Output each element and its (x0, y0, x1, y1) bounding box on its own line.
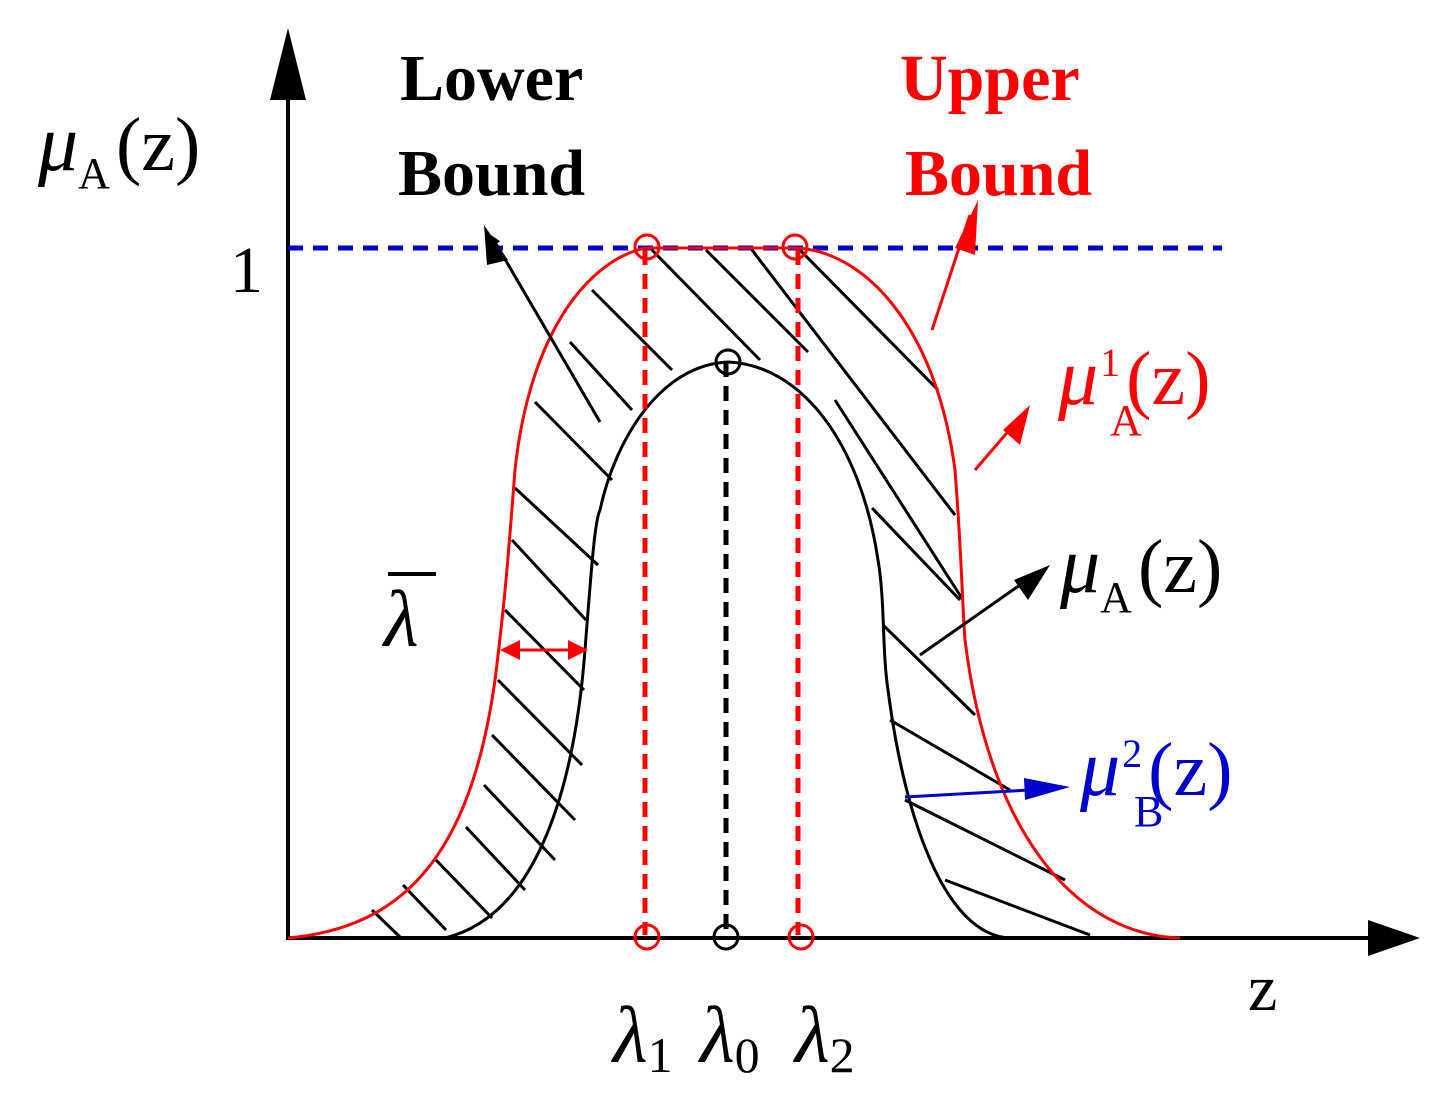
mu-b2-subscript: B (1134, 787, 1163, 836)
mu-a1-subscript: A (1110, 396, 1142, 445)
lambda0-top-circle (714, 348, 742, 376)
lambda0-axis-circle (712, 923, 740, 951)
y-axis-label: μA(z) (37, 100, 200, 198)
lambda2-label: λ2 (793, 992, 855, 1083)
lambda1-top-circle (633, 233, 661, 261)
axes (270, 28, 1420, 956)
hatching (370, 248, 1091, 939)
dashed-verticals (642, 250, 801, 935)
annotation-arrows (484, 200, 1070, 800)
lambda2-top-circle (781, 233, 809, 261)
y-axis-arrowhead (270, 28, 306, 100)
x-axis-arrowhead (1368, 920, 1420, 956)
lower-bound-label-line1: Lower (400, 42, 583, 115)
lambda1-axis-circle (633, 923, 661, 951)
upper-bound-label-line1: Upper (900, 42, 1080, 115)
lower-bound-label-line2: Bound (398, 137, 585, 210)
lambda2-axis-circle (787, 923, 815, 951)
mu-a-label: μA(z) (1059, 522, 1222, 622)
lower-bound-arrow (490, 235, 602, 423)
lambda-bar-label: λ (382, 576, 419, 664)
mu-a-arrow (919, 583, 1021, 657)
upper-bound-label-line2: Bound (905, 137, 1092, 210)
mu-a1-label: μ1(z) (1057, 334, 1211, 422)
mu-b2-label: μ2(z) (1079, 725, 1233, 813)
upper-bound-curve (287, 246, 1181, 940)
mu-b2-arrow (904, 788, 1031, 799)
marker-circles (633, 233, 815, 951)
x-axis-label: z (1248, 952, 1277, 1025)
lambda1-label: λ1 (611, 992, 673, 1083)
y-tick-one: 1 (230, 234, 263, 307)
lambda0-label: λ0 (698, 992, 760, 1083)
